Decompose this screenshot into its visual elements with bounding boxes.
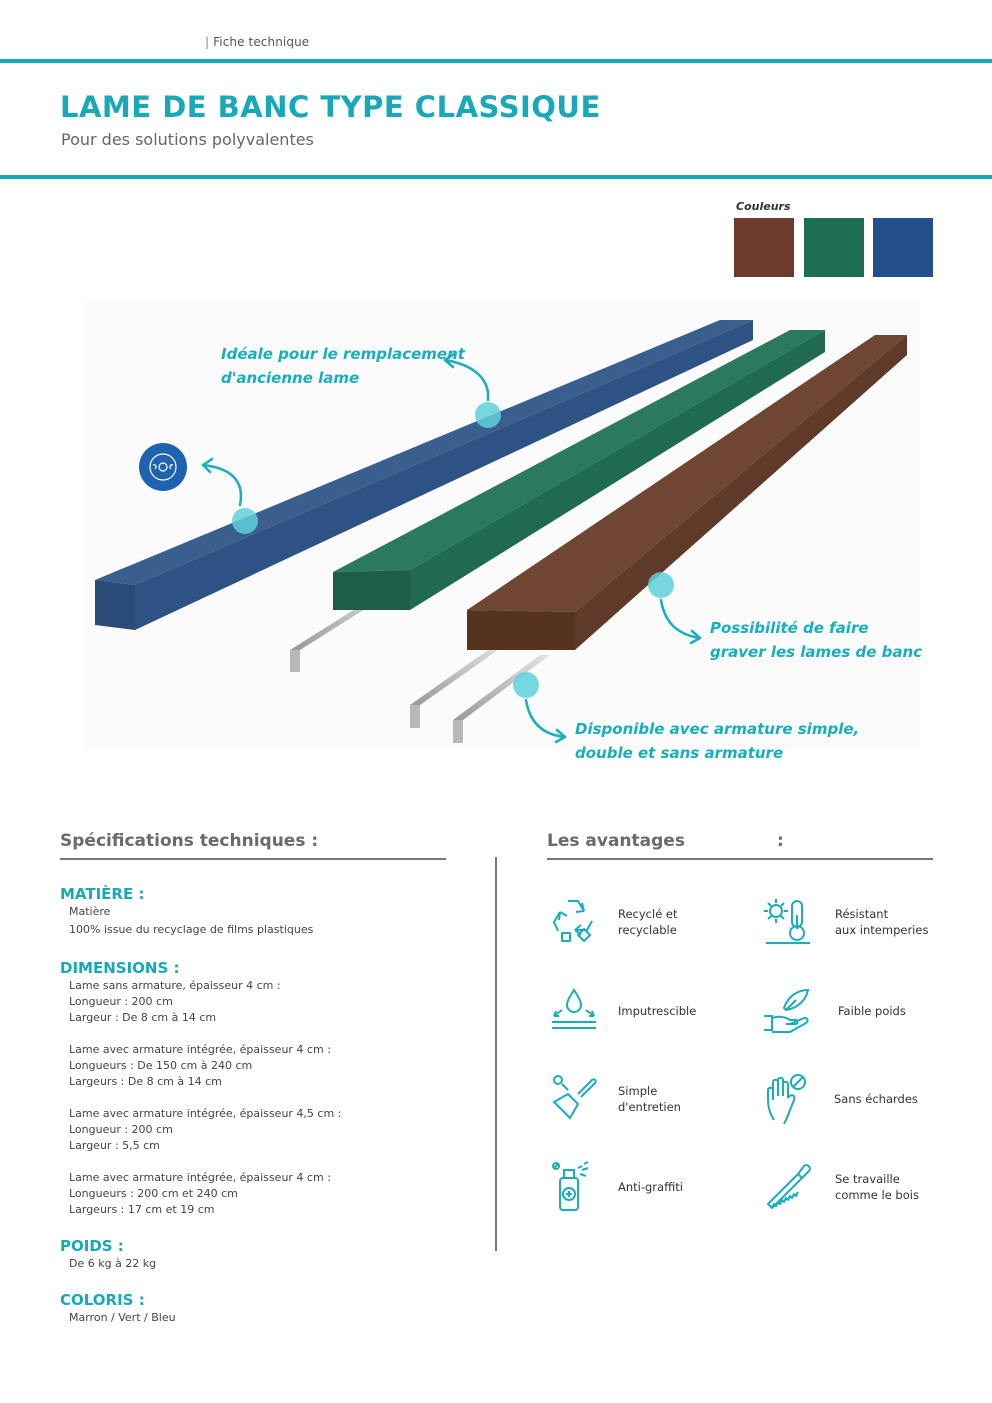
top-rule [0,59,992,63]
hand-stop-icon [767,1074,806,1124]
spec-matiere-heading: MATIÈRE : [60,885,145,903]
sun-thermometer-icon [764,899,810,944]
spec-line: Largeurs : 17 cm et 19 cm [69,1203,215,1216]
spec-poids-heading: POIDS : [60,1237,124,1255]
spec-line: Matière [69,905,111,918]
page-subtitle: Pour des solutions polyvalentes [61,130,314,149]
hotspot-dot [475,402,501,428]
spec-line: Largeur : De 8 cm à 14 cm [69,1011,217,1024]
water-drop-icon [552,988,596,1029]
title-rule [0,175,992,179]
green-board [333,330,825,610]
spec-line: Longueurs : 200 cm et 240 cm [69,1187,238,1200]
advantages-rule [547,858,933,860]
leaves-icon [149,453,177,481]
specs-rule [60,858,446,860]
advantages-colon: : [777,831,784,851]
spec-line: Lame avec armature intégrée, épaisseur 4… [69,1107,342,1120]
spec-line: Lame avec armature intégrée, épaisseur 4… [69,1171,331,1184]
spec-line: Marron / Vert / Bleu [69,1311,176,1324]
hotspot-dot [513,672,539,698]
callout-arrows [201,352,702,744]
spec-line: Longueur : 200 cm [69,1123,173,1136]
hotspot-dot [232,508,258,534]
header-label: |Fiche technique [205,35,310,49]
swatch-brown [734,218,794,277]
advantages-title: Les avantages [547,831,685,851]
spec-line: 100% issue du recyclage de films plastiq… [69,923,314,936]
spec-line: De 6 kg à 22 kg [69,1257,157,1270]
spec-line: Largeur : 5,5 cm [69,1139,160,1152]
spec-line: Lame avec armature intégrée, épaisseur 4… [69,1043,331,1056]
swatch-green [804,218,864,277]
saw-icon [767,1164,811,1209]
certification-badge [139,443,187,491]
column-divider [495,857,497,1251]
advantage-label: Faible poids [838,1004,906,1018]
advantage-label: Anti-graffiti [618,1180,683,1194]
product-illustration [85,300,920,750]
spec-coloris-heading: COLORIS : [60,1291,145,1309]
feather-hand-icon [764,988,810,1033]
advantage-label: Sans échardes [834,1092,918,1106]
page-title: LAME DE BANC TYPE CLASSIQUE [60,90,601,124]
advantage-label: Imputrescible [618,1004,697,1018]
spray-can-icon [552,1161,589,1211]
spec-line: Longueurs : De 150 cm à 240 cm [69,1059,253,1072]
hotspot-dot [648,572,674,598]
recycle-icon [553,900,593,942]
spec-line: Largeurs : De 8 cm à 14 cm [69,1075,222,1088]
swatch-blue [873,218,933,277]
spec-line: Longueur : 200 cm [69,995,173,1008]
spec-dimensions-heading: DIMENSIONS : [60,959,180,977]
callout-armature: Disponible avec armature simple,double e… [575,720,860,762]
specs-title: Spécifications techniques : [60,831,319,851]
brown-board [467,335,907,650]
brush-icon [552,1075,597,1120]
spec-line: Lame sans armature, épaisseur 4 cm : [69,979,281,992]
colors-label: Couleurs [736,200,791,213]
blue-board [95,320,753,630]
